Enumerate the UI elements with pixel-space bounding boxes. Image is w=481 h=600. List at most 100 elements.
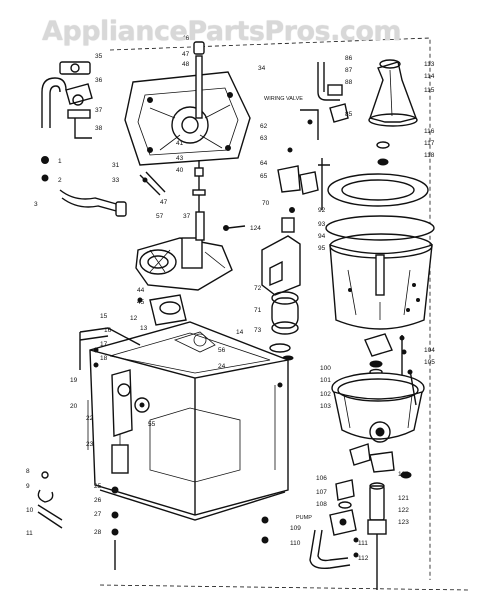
part-number: 95 bbox=[318, 245, 326, 252]
part-number: 15 bbox=[100, 313, 108, 320]
part-number: 31 bbox=[112, 162, 120, 169]
boundary-dashed-line bbox=[109, 37, 431, 580]
part-number: 33 bbox=[112, 177, 120, 184]
part-number: 40 bbox=[176, 167, 184, 174]
part-number: 22 bbox=[86, 415, 94, 422]
part-number: 1 bbox=[58, 158, 62, 165]
part-number: 111 bbox=[358, 540, 368, 547]
part-number: 86 bbox=[345, 55, 353, 62]
part-number: 109 bbox=[290, 525, 301, 532]
part-number: 112 bbox=[358, 555, 369, 562]
part-number: 17 bbox=[100, 341, 108, 348]
part-number: 101 bbox=[320, 377, 331, 384]
part-number: 104 bbox=[424, 347, 435, 354]
fill-valve-assembly bbox=[300, 62, 349, 140]
part-number: 28 bbox=[94, 529, 102, 536]
part-number: 19 bbox=[70, 377, 78, 384]
part-number: 37 bbox=[95, 107, 103, 114]
part-number: 34 bbox=[258, 65, 266, 72]
wash-basket bbox=[325, 173, 435, 330]
part-number: 47 bbox=[182, 51, 190, 58]
boundary-dashed-line-bottom bbox=[99, 584, 471, 591]
part-number: 103 bbox=[320, 403, 331, 410]
part-number: 113 bbox=[424, 61, 435, 68]
center-small-hardware bbox=[223, 225, 283, 544]
part-number: 102 bbox=[320, 391, 331, 398]
part-number: 45 bbox=[137, 299, 145, 306]
part-number: 41 bbox=[176, 140, 184, 147]
part-number: 46 bbox=[182, 35, 190, 42]
part-number: 110 bbox=[290, 540, 301, 547]
part-number: 87 bbox=[345, 67, 353, 74]
cabinet-inner-frame bbox=[149, 331, 241, 483]
gearcase-assembly bbox=[135, 211, 233, 291]
inlet-hose-assembly bbox=[41, 61, 93, 182]
part-number: 8 bbox=[26, 468, 30, 475]
part-number: 36 bbox=[95, 77, 103, 84]
drive-motor bbox=[261, 235, 301, 361]
part-number: 43 bbox=[176, 155, 184, 162]
part-number: 20 bbox=[70, 403, 78, 410]
transmission-plate bbox=[124, 71, 251, 166]
part-number: 118 bbox=[424, 152, 435, 159]
part-number: 56 bbox=[218, 347, 226, 354]
part-number: 35 bbox=[95, 53, 103, 60]
part-number: 117 bbox=[424, 140, 435, 147]
part-number: 47 bbox=[160, 199, 168, 206]
part-number: 72 bbox=[254, 285, 262, 292]
part-number: 38 bbox=[95, 125, 103, 132]
part-number: 12 bbox=[130, 315, 138, 322]
part-number: 94 bbox=[318, 233, 326, 240]
part-number: 73 bbox=[254, 327, 262, 334]
cabinet-left-panel-parts bbox=[111, 369, 150, 474]
part-number: 2 bbox=[58, 177, 62, 184]
part-number: 100 bbox=[320, 365, 331, 372]
part-number: 9 bbox=[26, 483, 30, 490]
part-number: 123 bbox=[398, 519, 409, 526]
part-number: 120 bbox=[398, 471, 409, 478]
part-number: 122 bbox=[398, 507, 409, 514]
outer-tub bbox=[331, 369, 425, 479]
part-number: 64 bbox=[260, 160, 268, 167]
part-number: 27 bbox=[94, 511, 102, 518]
part-number-labels: 46 47 48 34 35 36 37 38 1 2 3 41 43 40 3… bbox=[26, 35, 435, 562]
part-number: 121 bbox=[398, 495, 409, 502]
part-number: 105 bbox=[424, 359, 435, 366]
agitator bbox=[368, 59, 418, 166]
part-number: 57 bbox=[156, 213, 164, 220]
motor-mount-assembly bbox=[137, 294, 187, 326]
part-number: 124 bbox=[250, 225, 261, 232]
part-number: 14 bbox=[236, 329, 244, 336]
part-number: 16 bbox=[104, 327, 112, 334]
part-number: 48 bbox=[182, 61, 190, 68]
part-number: 70 bbox=[262, 200, 270, 207]
part-number: 10 bbox=[26, 507, 34, 514]
tub-support-brackets bbox=[277, 147, 330, 233]
part-number: 26 bbox=[94, 497, 102, 504]
part-number: 63 bbox=[260, 135, 268, 142]
part-number: 107 bbox=[316, 489, 327, 496]
part-number: 37 bbox=[183, 213, 191, 220]
part-number: 11 bbox=[26, 530, 33, 537]
pump-callout: PUMP bbox=[296, 515, 312, 521]
part-number: 13 bbox=[140, 325, 148, 332]
watermark-text: AppliancePartsPros.com bbox=[42, 16, 402, 47]
part-number: 62 bbox=[260, 123, 268, 130]
pump-assembly bbox=[309, 479, 387, 590]
linkage-bracket bbox=[139, 171, 166, 196]
part-number: 116 bbox=[424, 128, 435, 135]
part-number: 115 bbox=[424, 87, 435, 94]
wiring-valve-callout: WIRING VALVE bbox=[264, 96, 303, 102]
part-number: 23 bbox=[86, 441, 94, 448]
part-number: 18 bbox=[100, 355, 108, 362]
part-number: 106 bbox=[316, 475, 327, 482]
part-number: 88 bbox=[345, 79, 353, 86]
part-number: 3 bbox=[34, 201, 38, 208]
part-number: 93 bbox=[318, 221, 326, 228]
part-number: 85 bbox=[345, 111, 353, 118]
part-number: 25 bbox=[94, 483, 102, 490]
bottom-left-hardware bbox=[37, 471, 119, 570]
part-number: 92 bbox=[318, 207, 326, 214]
